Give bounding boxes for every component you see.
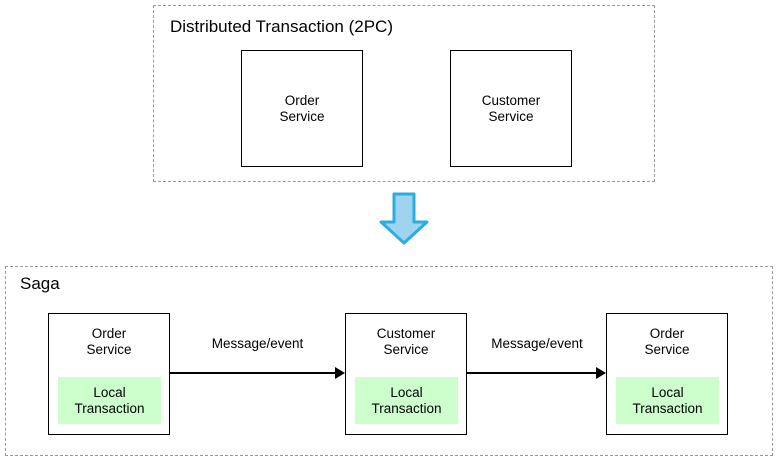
saga-edge-label-2: Message/event: [491, 336, 583, 351]
down-arrow-icon: [377, 192, 431, 246]
saga-order-service-box-1[interactable]: Order Service Local Transaction: [48, 313, 170, 435]
saga-customer-service-box[interactable]: Customer Service Local Transaction: [345, 313, 467, 435]
distributed-transaction-group: [153, 5, 655, 182]
saga-local-transaction-1: Local Transaction: [58, 377, 161, 424]
top-order-service-box[interactable]: Order Service: [241, 50, 363, 167]
top-customer-service-box[interactable]: Customer Service: [450, 50, 572, 167]
saga-edge-label-1: Message/event: [211, 336, 304, 351]
saga-local-transaction-2: Local Transaction: [355, 377, 458, 424]
saga-title: Saga: [20, 274, 60, 293]
saga-group: [5, 266, 773, 456]
top-order-service-label: Order Service: [279, 93, 325, 124]
saga-customer-service-label: Customer Service: [376, 326, 436, 357]
saga-order-service-label-1: Order Service: [86, 326, 132, 357]
saga-order-service-box-2[interactable]: Order Service Local Transaction: [606, 313, 728, 435]
saga-order-service-label-2: Order Service: [644, 326, 690, 357]
distributed-transaction-title: Distributed Transaction (2PC): [170, 17, 393, 36]
saga-local-transaction-3: Local Transaction: [616, 377, 719, 424]
top-customer-service-label: Customer Service: [481, 93, 541, 124]
